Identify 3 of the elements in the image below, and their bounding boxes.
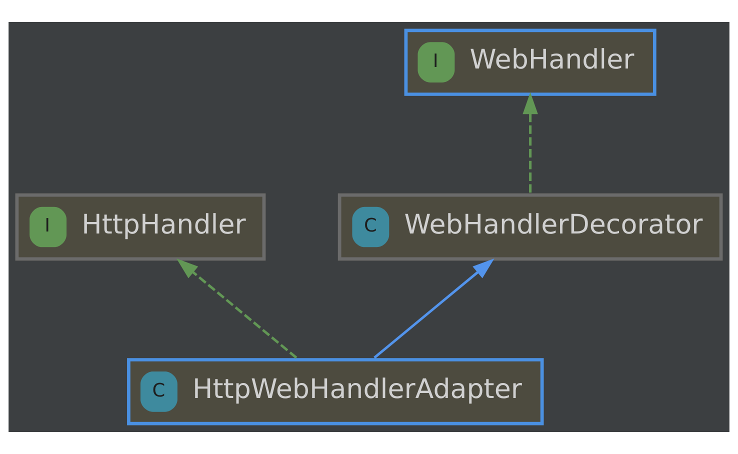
arrow: [374, 258, 494, 359]
arrow: [522, 92, 538, 193]
arrow: [176, 258, 298, 359]
